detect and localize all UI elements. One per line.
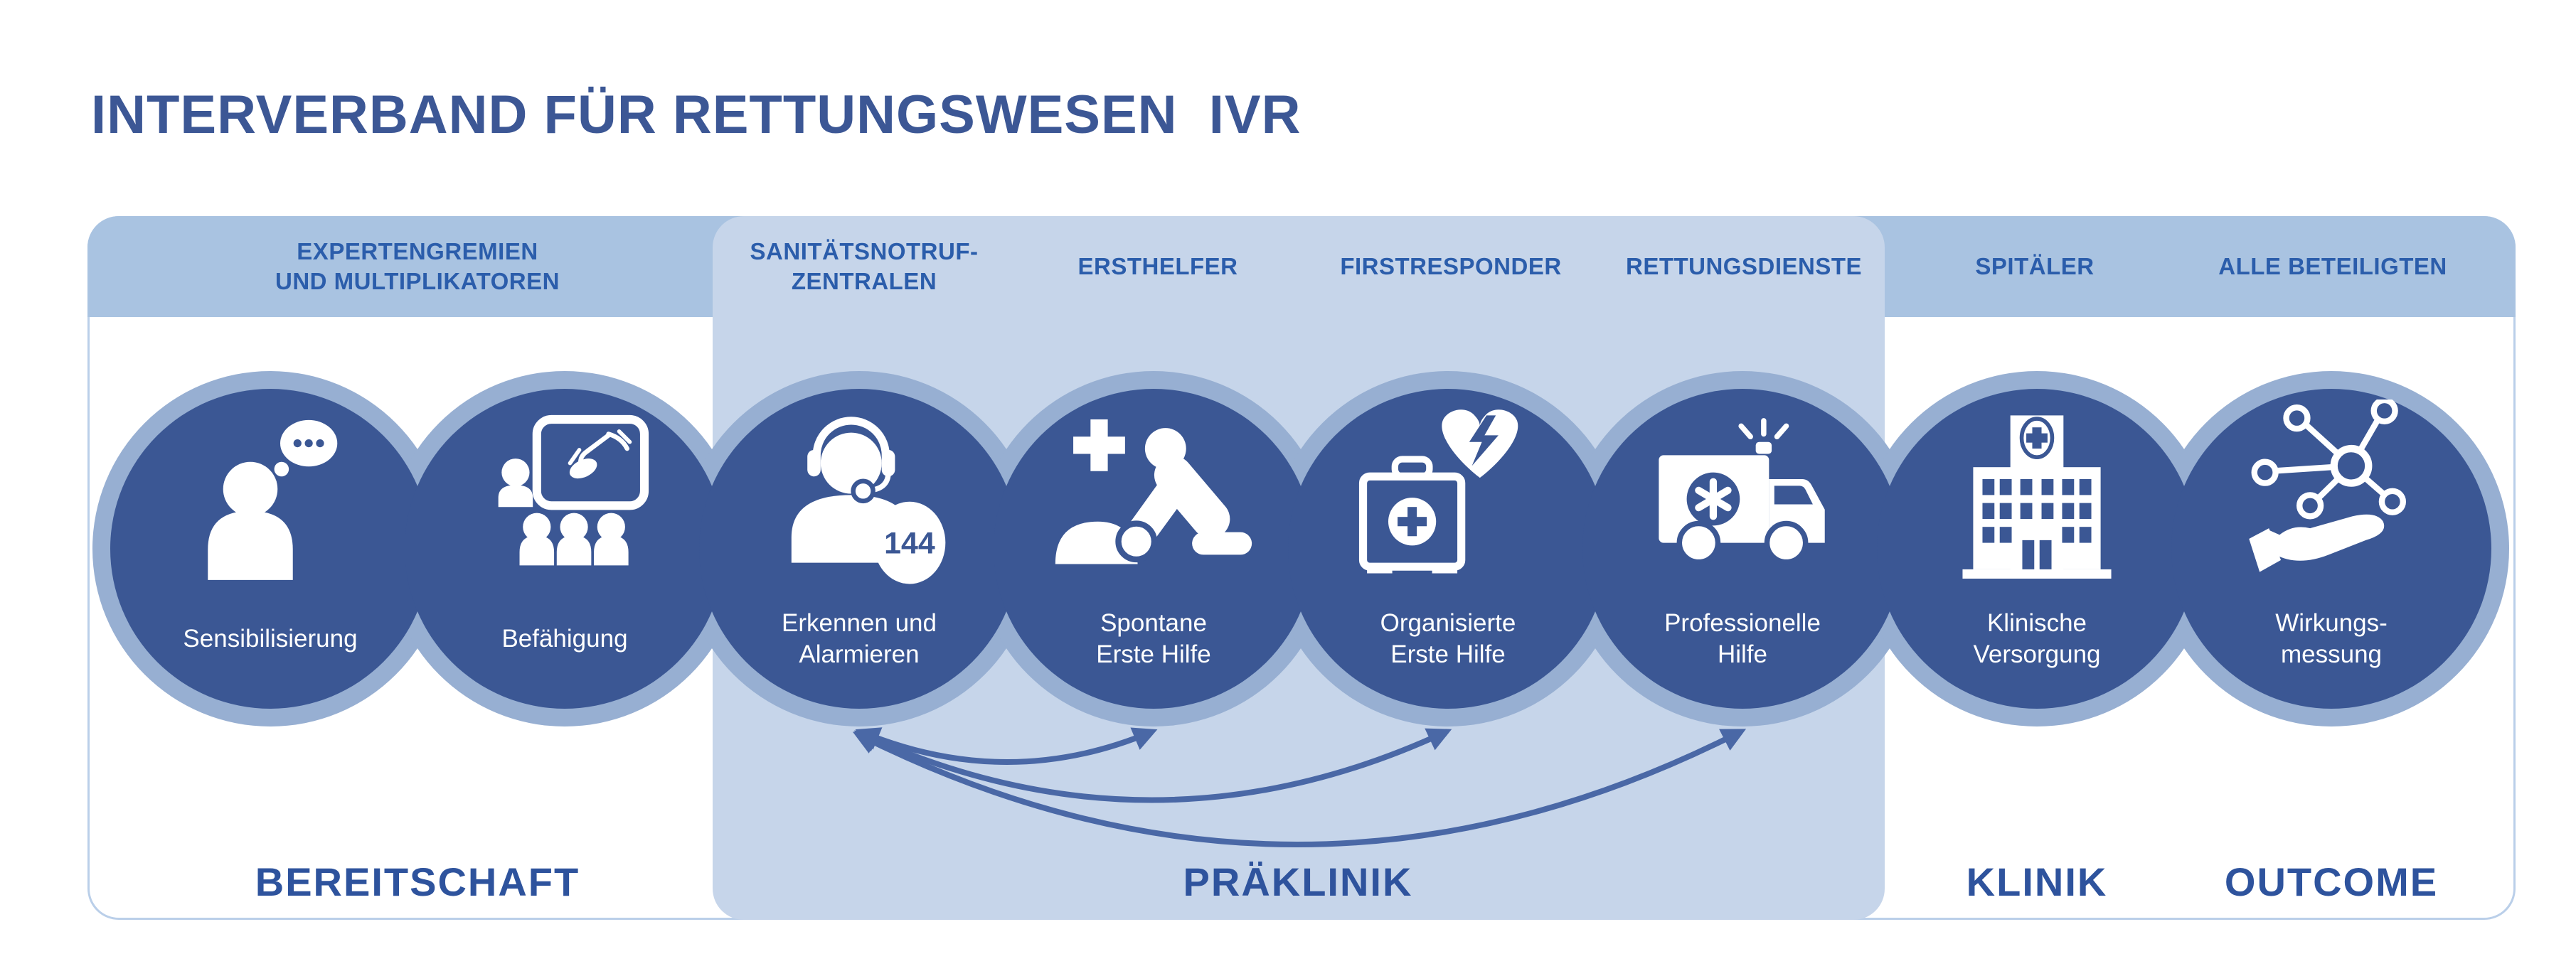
- phase-label-outcome: OUTCOME: [2224, 859, 2439, 904]
- chain-step-label: Organisierte Erste Hilfe: [1380, 609, 1516, 668]
- header-column-expertengremien: EXPERTENGREMIEN UND MULTIPLIKATOREN: [254, 216, 581, 317]
- phase-label-klinik: KLINIK: [1966, 859, 2108, 904]
- page-title: INTERVERBAND FÜR RETTUNGSWESEN IVR: [91, 85, 1302, 145]
- header-line: UND MULTIPLIKATOREN: [275, 268, 560, 294]
- header-line: SPITÄLER: [1975, 253, 2095, 279]
- chain-step-label: Wirkungs- messung: [2275, 609, 2388, 668]
- header-line: ZENTRALEN: [791, 268, 937, 294]
- chain-step-label: Klinische Versorgung: [1973, 609, 2101, 668]
- chain-step-label: Spontane Erste Hilfe: [1096, 609, 1211, 668]
- chain-step-erkennen-alarmieren: 144 Erkennen und Alarmieren: [699, 389, 1019, 709]
- header-column-ersthelfer: ERSTHELFER: [994, 216, 1321, 317]
- phase-label-bereitschaft: BEREITSCHAFT: [255, 859, 580, 904]
- chain-step-professionelle-hilfe: Professionelle Hilfe: [1582, 389, 1902, 709]
- chain-step-sensibilisierung: Sensibilisierung: [110, 389, 430, 709]
- ambulance-icon: [1639, 399, 1846, 599]
- chain-step-spontane-erste-hilfe: Spontane Erste Hilfe: [994, 389, 1314, 709]
- header-line: ALLE BETEILIGTEN: [2218, 253, 2447, 279]
- header-column-spitaeler: SPITÄLER: [1871, 216, 2198, 317]
- cpr-rescuer-icon: [1050, 399, 1257, 599]
- header-column-rettungsdienste: RETTUNGSDIENSTE: [1580, 216, 1907, 317]
- hospital-building-icon: [1934, 399, 2140, 599]
- dispatcher-headset-icon: 144: [756, 399, 962, 599]
- header-line: FIRSTRESPONDER: [1340, 253, 1562, 279]
- header-column-firstresponder: FIRSTRESPONDER: [1287, 216, 1614, 317]
- chain-step-organisierte-erste-hilfe: Organisierte Erste Hilfe: [1288, 389, 1608, 709]
- chain-step-label: Erkennen und Alarmieren: [782, 609, 937, 668]
- person-thought-bubble-icon: [167, 399, 373, 599]
- header-line: EXPERTENGREMIEN: [297, 238, 538, 264]
- chain-step-befaehigung: Befähigung: [405, 389, 725, 709]
- header-line: ERSTHELFER: [1077, 253, 1238, 279]
- header-line: SANITÄTSNOTRUF-: [750, 238, 979, 264]
- emergency-number-badge: 144: [884, 527, 935, 561]
- header-line: RETTUNGSDIENSTE: [1625, 253, 1863, 279]
- hand-network-icon: [2228, 399, 2434, 599]
- chain-step-label: Professionelle Hilfe: [1664, 609, 1821, 668]
- phase-label-praeklinik: PRÄKLINIK: [1183, 859, 1413, 904]
- chain-step-label: Sensibilisierung: [183, 625, 358, 653]
- header-column-sanitaetsnotrufzentralen: SANITÄTSNOTRUF- ZENTRALEN: [701, 216, 1028, 317]
- training-presentation-icon: [462, 399, 668, 599]
- chain-step-wirkungsmessung: Wirkungs- messung: [2171, 389, 2491, 709]
- first-aid-kit-aed-heart-icon: [1345, 399, 1551, 599]
- chain-step-klinische-versorgung: Klinische Versorgung: [1877, 389, 2197, 709]
- chain-step-label: Befähigung: [501, 625, 628, 653]
- header-column-alle-beteiligten: ALLE BETEILIGTEN: [2169, 216, 2496, 317]
